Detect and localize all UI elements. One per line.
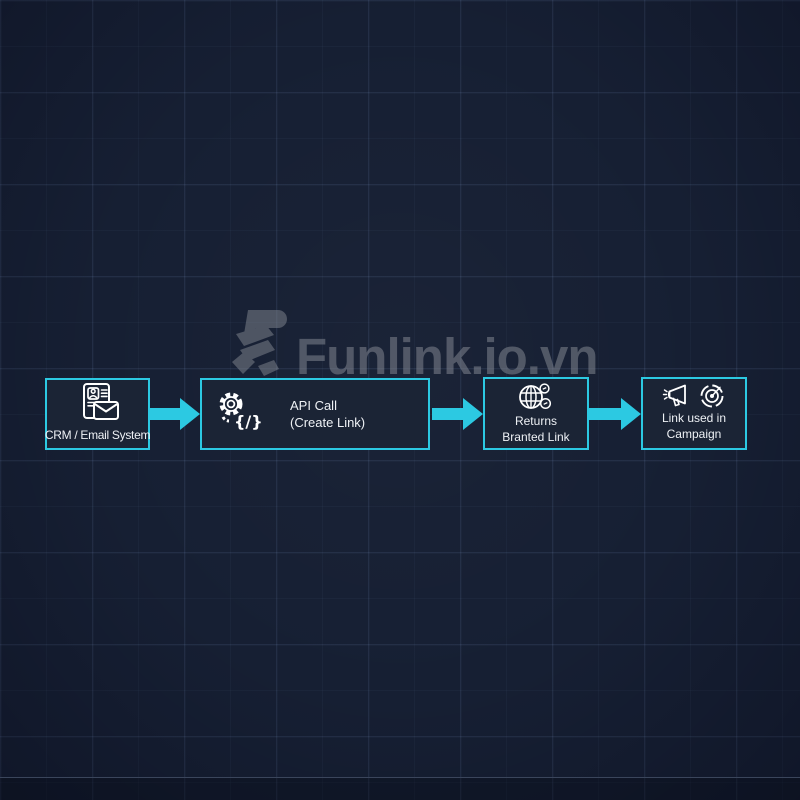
brand-watermark-text: Funlink.io.vn bbox=[296, 328, 598, 385]
gear-code-icon: {/} bbox=[214, 389, 266, 439]
flow-arrow-crm-to-api bbox=[150, 398, 200, 430]
globe-link-icon bbox=[516, 382, 556, 413]
node-label-line2: Branted Link bbox=[502, 430, 570, 444]
node-box-border bbox=[641, 377, 747, 450]
node-label-line1: API Call bbox=[290, 398, 337, 413]
bottom-shade-band bbox=[0, 778, 800, 800]
flow-node-api-call: {/} API Call (Create Link) bbox=[200, 378, 430, 450]
arrow-head bbox=[621, 398, 641, 430]
node-label: CRM / Email System bbox=[44, 428, 151, 442]
arrow-head bbox=[463, 398, 483, 430]
funlink-logo-mark-icon bbox=[226, 300, 292, 390]
flow-node-crm-email-system: CRM / Email System bbox=[45, 378, 150, 450]
flow-arrow-api-to-returns bbox=[432, 398, 483, 430]
target-icon bbox=[697, 382, 727, 410]
node-label-line1: Link used in bbox=[661, 411, 727, 425]
contact-card-envelope-icon bbox=[74, 382, 122, 426]
arrow-shaft bbox=[432, 408, 465, 420]
node-box-border bbox=[200, 378, 430, 450]
node-box-border bbox=[483, 377, 589, 450]
bottom-divider-line bbox=[0, 777, 800, 778]
node-label-line2: Campaign bbox=[666, 427, 722, 441]
arrow-shaft bbox=[150, 408, 182, 420]
node-label-line1: Returns bbox=[514, 414, 557, 428]
node-label-line2: (Create Link) bbox=[290, 415, 366, 430]
flow-node-returns-branted-link: Returns Branted Link bbox=[483, 377, 589, 450]
arrow-head bbox=[180, 398, 200, 430]
svg-text:{/}: {/} bbox=[234, 412, 263, 431]
arrow-shaft bbox=[589, 408, 623, 420]
flow-arrow-returns-to-campaign bbox=[589, 398, 641, 430]
megaphone-icon bbox=[661, 382, 691, 410]
flow-node-link-used-in-campaign: Link used in Campaign bbox=[641, 377, 747, 450]
